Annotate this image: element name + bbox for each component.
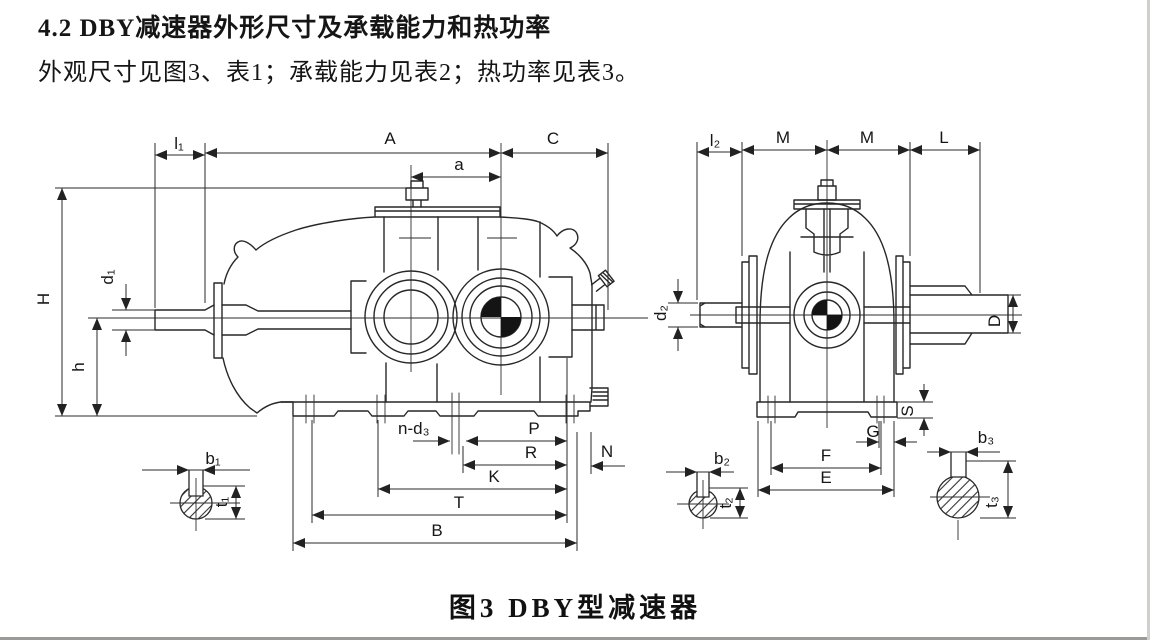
front-extension-lines xyxy=(55,143,609,551)
inspection-cavity xyxy=(800,208,854,273)
front-view-drawing: l₁ A a C H d₁ h n-d₃ P R K T B N xyxy=(34,129,648,551)
bearing-cap-plates xyxy=(735,306,911,324)
dim-label-t2: t₂ xyxy=(716,497,735,508)
centroid-mark xyxy=(811,299,843,331)
dim-label-E: E xyxy=(820,468,831,487)
side-dimension-lines xyxy=(673,145,1018,495)
left-bearing-cap xyxy=(741,255,758,375)
dim-label-M-right: M xyxy=(860,128,874,147)
right-bearing-cap xyxy=(895,255,911,375)
inspection-cover xyxy=(374,206,501,218)
base-flange xyxy=(280,401,591,417)
dim-label-L: L xyxy=(939,128,948,147)
input-shaft-end xyxy=(699,302,743,328)
dim-label-B: B xyxy=(431,521,442,540)
dim-label-G: G xyxy=(866,422,879,441)
figure-caption: 图3 DBY型减速器 xyxy=(448,593,702,623)
side-housing xyxy=(699,179,1009,424)
input-shaft xyxy=(154,304,215,336)
dim-label-P: P xyxy=(528,419,539,438)
side-centerlines xyxy=(690,140,1022,428)
side-extension-lines xyxy=(668,142,1021,497)
dim-label-b1: b₁ xyxy=(205,449,220,468)
dim-label-n-d3: n-d₃ xyxy=(398,419,430,438)
dim-label-b2: b₂ xyxy=(714,449,730,468)
output-shaft-stub xyxy=(571,304,605,331)
dim-label-C: C xyxy=(547,129,559,148)
dim-label-R: R xyxy=(525,443,537,462)
input-bearing-cap xyxy=(213,282,223,359)
dim-label-b3: b₃ xyxy=(978,428,994,447)
keyway-slot xyxy=(950,452,967,478)
dim-label-t3: t₃ xyxy=(982,496,1001,508)
dim-label-T: T xyxy=(454,493,464,512)
dim-label-M-left: M xyxy=(776,128,790,147)
dim-label-l1: l₁ xyxy=(174,134,184,153)
housing-outline-right xyxy=(499,216,593,403)
dim-label-t1: t₁ xyxy=(212,497,231,508)
dim-label-K: K xyxy=(488,467,500,486)
drain-plug xyxy=(589,387,609,407)
dim-label-H: H xyxy=(34,293,53,305)
top-cover-plate xyxy=(793,199,861,210)
section-intro-text: 外观尺寸见图3、表1；承载能力见表2；热功率见表3。 xyxy=(38,60,640,86)
dim-label-S: S xyxy=(898,405,917,416)
front-dim-labels: l₁ A a C H d₁ h n-d₃ P R K T B N xyxy=(34,129,613,540)
section-heading: 4.2 DBY减速器外形尺寸及承载能力和热功率 xyxy=(38,15,552,42)
dome-ribs xyxy=(789,251,865,403)
dim-label-F: F xyxy=(821,446,831,465)
dim-label-N: N xyxy=(601,442,613,461)
housing-outline-left xyxy=(223,216,376,285)
dim-label-d1: d₁ xyxy=(98,269,117,284)
dim-label-d2: d₂ xyxy=(651,305,670,321)
housing-ribs xyxy=(383,216,541,403)
input-shaft-shank xyxy=(221,304,352,336)
dim-label-h: h xyxy=(69,362,88,371)
oil-level-plug xyxy=(590,269,615,292)
first-bearing-boss xyxy=(350,280,367,354)
foundation-bolt-holes xyxy=(305,392,575,455)
centroid-mark xyxy=(480,296,522,338)
shaft-section-input: b₁ t₁ xyxy=(142,449,250,531)
front-centerlines xyxy=(88,143,648,395)
front-housing xyxy=(154,180,615,455)
side-dim-labels: l₂ M M L d₂ D S G F E xyxy=(651,128,1004,487)
dim-label-A: A xyxy=(384,129,396,148)
second-bearing-boss xyxy=(548,276,573,358)
shaft-section-second: b₂ t₂ xyxy=(666,449,748,529)
front-dimension-lines xyxy=(57,148,625,548)
shaft-section-output: b₃ t₃ xyxy=(927,428,1016,540)
dim-label-a: a xyxy=(454,155,464,174)
breather-plug xyxy=(405,180,429,208)
side-bolt-holes xyxy=(767,395,885,424)
dome-outline xyxy=(759,202,895,403)
dim-label-l2: l₂ xyxy=(710,131,720,150)
dim-label-D: D xyxy=(985,315,1004,327)
side-base-flange xyxy=(756,401,898,418)
housing-outline-left-lower xyxy=(222,357,294,414)
side-view-drawing: l₂ M M L d₂ D S G F E b₂ xyxy=(651,128,1022,540)
